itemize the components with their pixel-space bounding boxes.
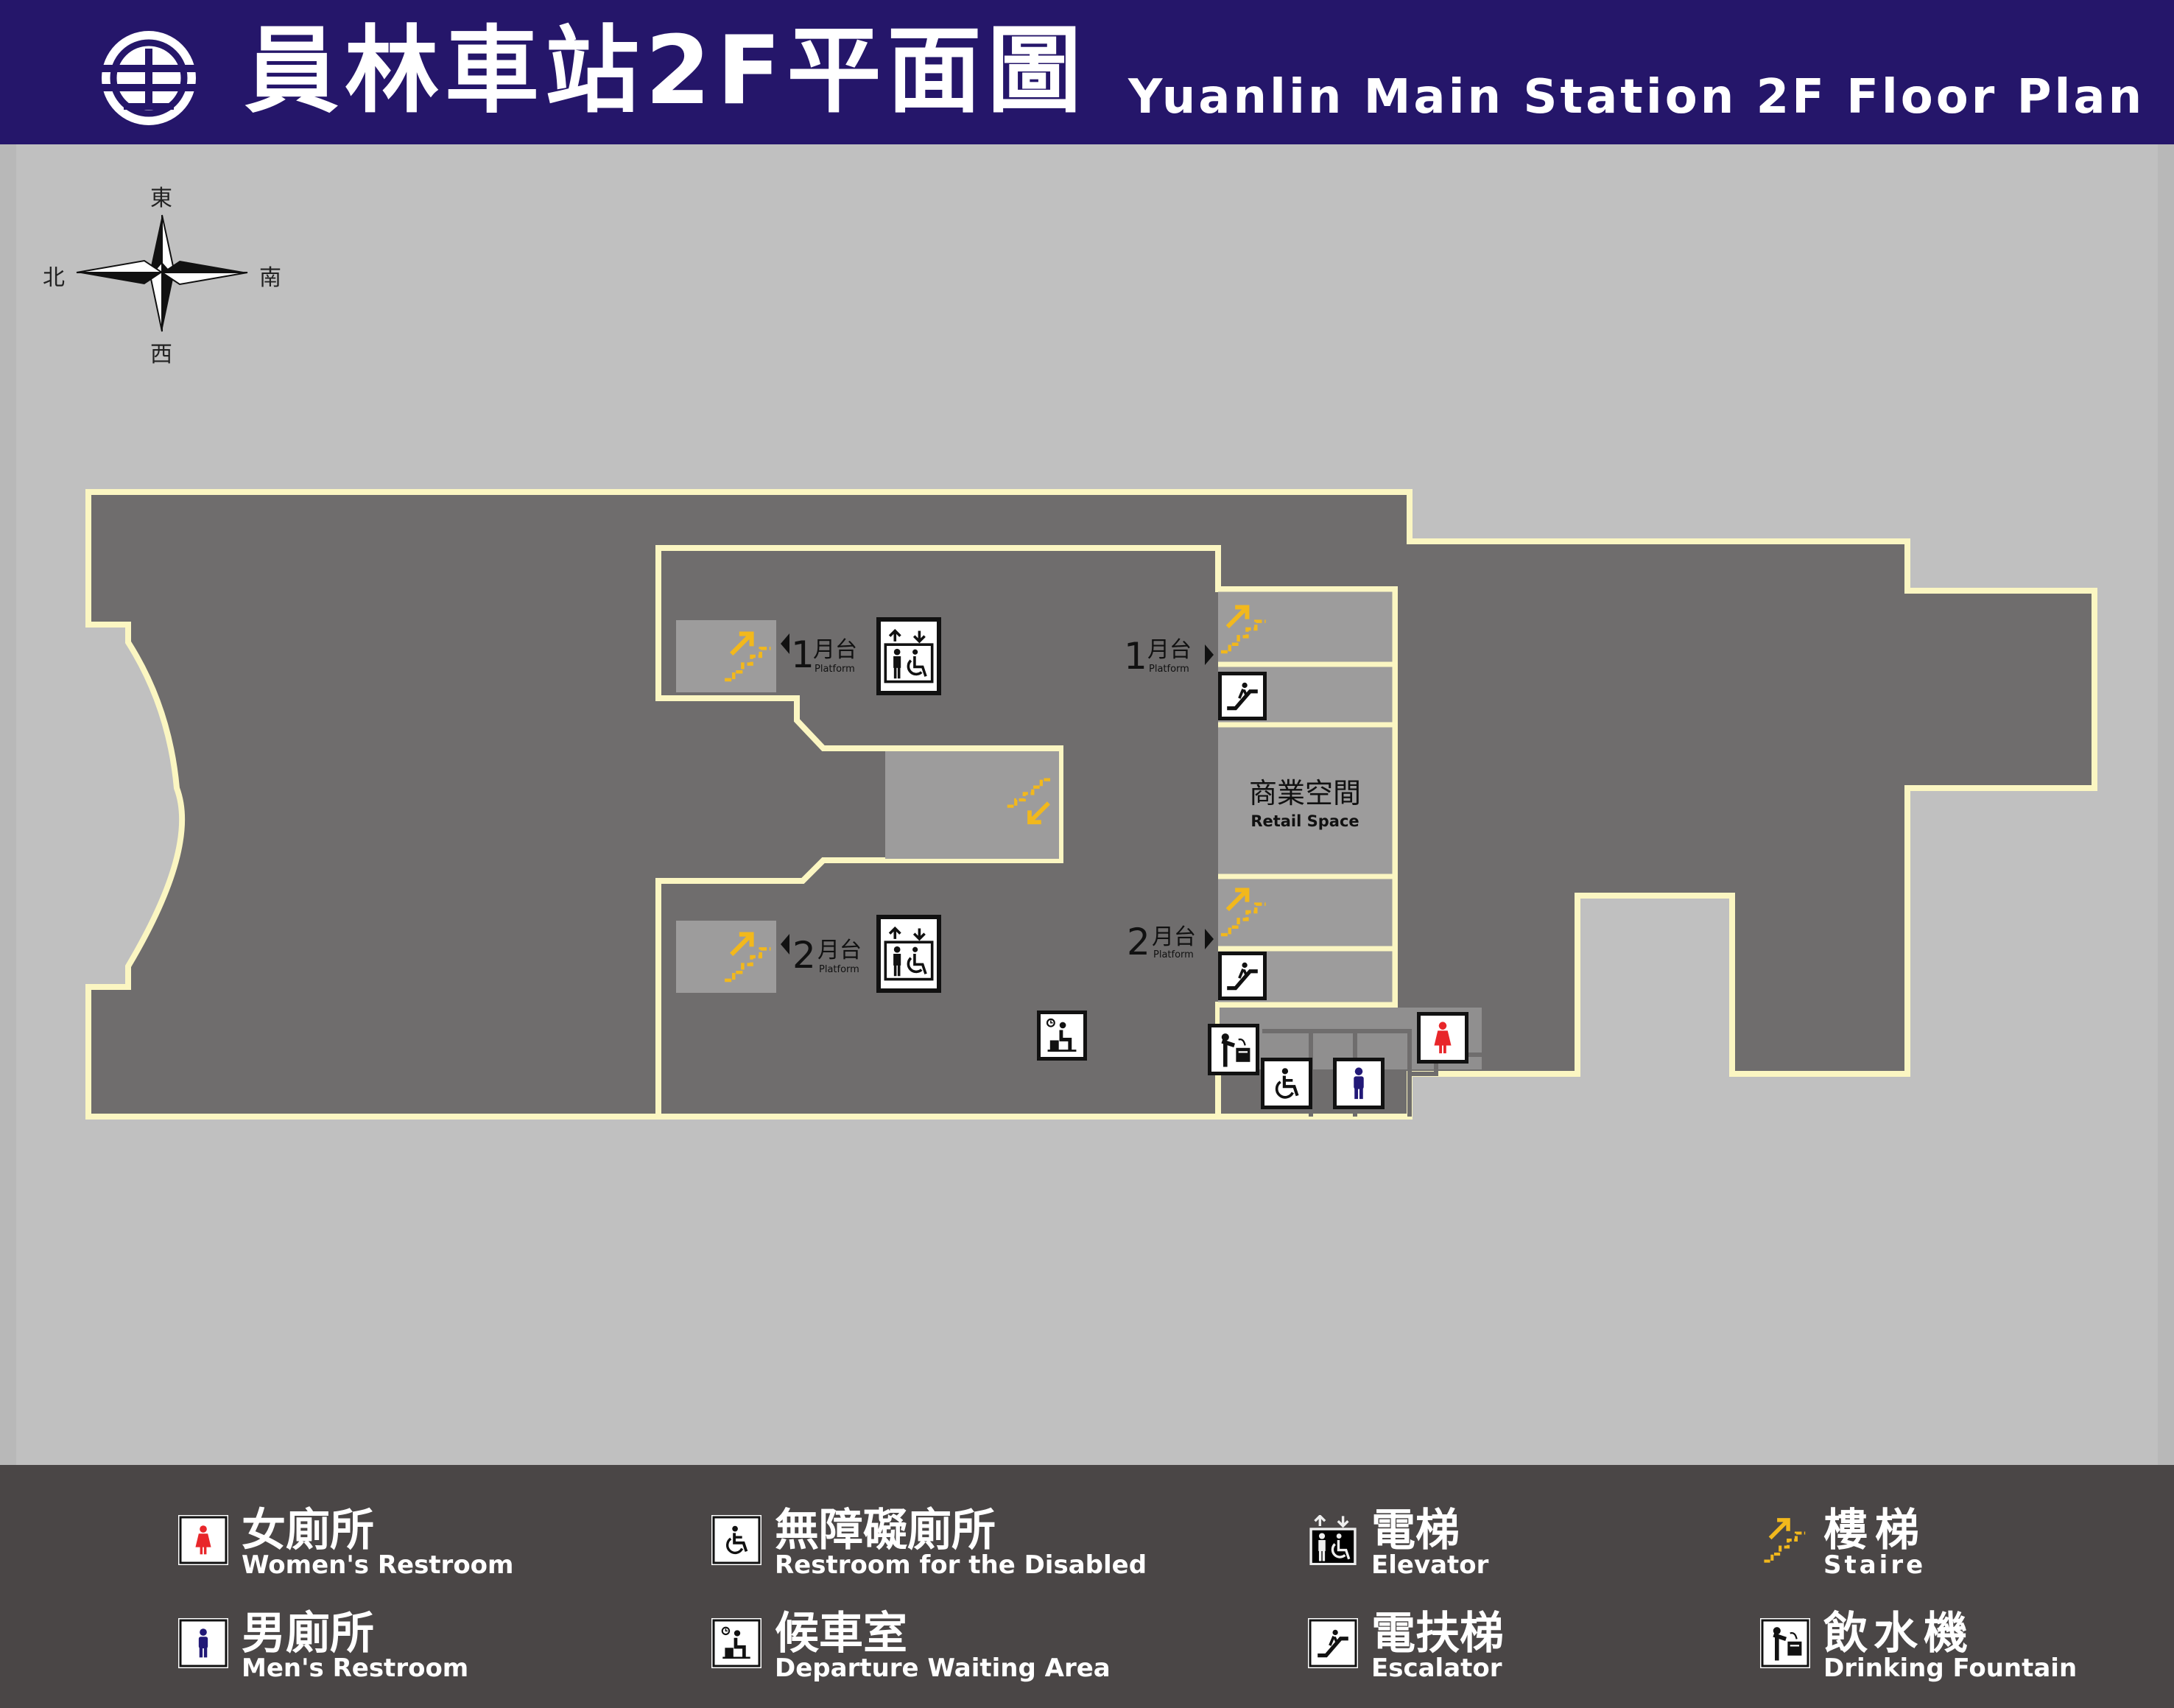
page-title-en: Yuanlin Main Station 2F Floor Plan — [1128, 70, 2145, 124]
wheelchair-icon — [711, 1515, 761, 1565]
platform-label: 月台 — [1147, 637, 1192, 663]
escalator-icon — [1218, 672, 1267, 720]
legend-label-en: Drinking Fountain — [1823, 1653, 2078, 1683]
elevator-icon — [1309, 1515, 1357, 1565]
mens-restroom-icon — [178, 1618, 228, 1668]
womens-restroom-icon — [178, 1515, 228, 1565]
platform-label: 月台 — [817, 938, 862, 963]
left-strip — [0, 144, 16, 1465]
wheelchair-icon — [1261, 1058, 1312, 1109]
escalator-icon — [1218, 952, 1267, 1000]
retail-label-en: Retail Space — [1250, 812, 1359, 830]
railway-logo-icon — [100, 31, 197, 125]
retail-label: 商業空間 — [1249, 777, 1361, 809]
compass-icon — [76, 214, 248, 332]
elevator-icon — [876, 915, 941, 993]
legend-label-en: Escalator — [1371, 1653, 1502, 1683]
legend-label: 樓梯 — [1823, 1505, 1927, 1556]
platform-label-en: Platform — [815, 664, 855, 675]
elevator-icon — [876, 617, 941, 695]
retail-space — [1220, 728, 1392, 874]
legend-label: 男廁所 — [242, 1608, 374, 1659]
legend-label-en: Departure Waiting Area — [775, 1653, 1111, 1683]
compass-west: 西 — [150, 342, 172, 368]
legend: 女廁所 Women's Restroom 男廁所 Men's Restroom … — [0, 1465, 2174, 1708]
drinking-fountain-icon — [1760, 1618, 1810, 1668]
platform-label-en: Platform — [1153, 949, 1194, 960]
compass-north: 北 — [43, 265, 65, 291]
platform-label: 月台 — [813, 637, 857, 663]
mens-restroom-icon — [1333, 1058, 1385, 1109]
waiting-area-icon — [711, 1618, 761, 1668]
legend-label: 飲水機 — [1823, 1608, 1974, 1659]
legend-label-en: Staire — [1823, 1550, 1927, 1580]
header: 員林車站2F平面圖 Yuanlin Main Station 2F Floor … — [0, 0, 2174, 144]
compass-east: 東 — [150, 186, 172, 211]
platform-number: 1 — [791, 633, 815, 676]
legend-label-en: Women's Restroom — [242, 1550, 514, 1580]
compass-south: 南 — [259, 265, 281, 291]
escalator-icon — [1308, 1618, 1358, 1668]
waiting-area-icon — [1037, 1011, 1087, 1061]
legend-label: 電梯 — [1371, 1505, 1460, 1556]
platform-label-en: Platform — [1149, 664, 1189, 675]
legend-label-en: Elevator — [1371, 1550, 1489, 1580]
legend-label: 女廁所 — [242, 1505, 374, 1556]
drinking-fountain-icon — [1208, 1024, 1259, 1075]
stairs-icon — [1760, 1515, 1810, 1565]
stair-zone-center — [885, 751, 1059, 859]
page-title: 員林車站2F平面圖 — [245, 16, 1088, 126]
legend-label-en: Restroom for the Disabled — [775, 1550, 1147, 1580]
womens-restroom-icon — [1417, 1012, 1468, 1064]
legend-label: 候車室 — [775, 1608, 907, 1659]
platform-label-en: Platform — [819, 964, 859, 975]
platform-number: 1 — [1124, 635, 1147, 678]
right-strip — [2158, 144, 2174, 1465]
platform-number: 2 — [792, 934, 816, 977]
legend-label-en: Men's Restroom — [242, 1653, 469, 1683]
legend-label: 無障礙廁所 — [775, 1505, 996, 1556]
building-outline — [85, 489, 2097, 1120]
legend-label: 電扶梯 — [1371, 1608, 1504, 1659]
platform-number: 2 — [1127, 921, 1150, 963]
platform-label: 月台 — [1152, 924, 1196, 950]
